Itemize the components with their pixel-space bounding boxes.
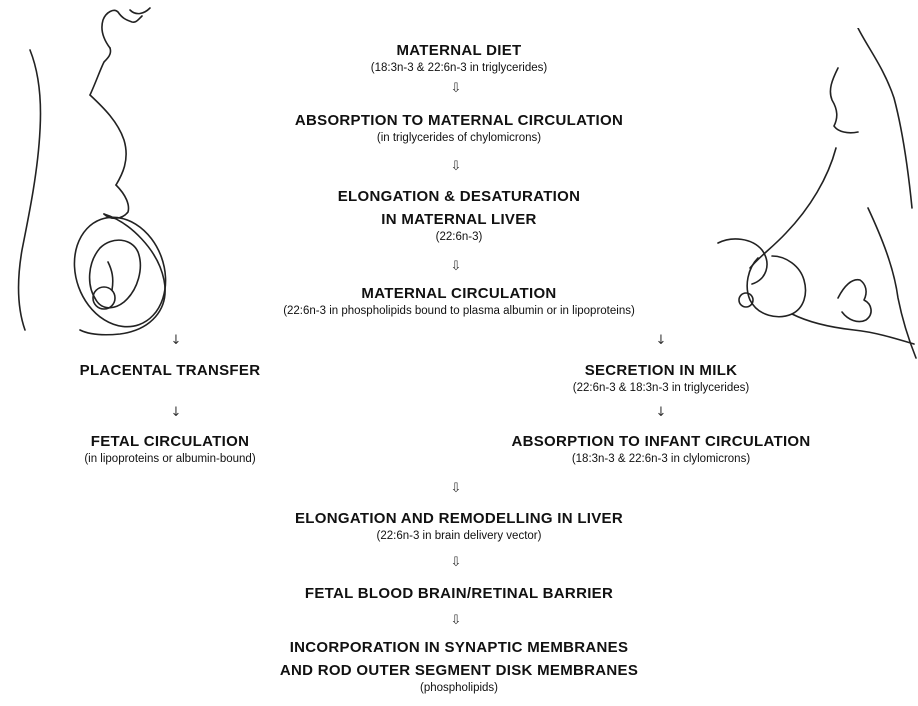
node-subtitle: (22:6n-3 & 18:3n-3 in triglycerides) (491, 381, 831, 396)
breast (104, 185, 129, 218)
node-title: ABSORPTION TO INFANT CIRCULATION (451, 432, 871, 452)
mother-face (830, 68, 858, 133)
hair (130, 8, 150, 14)
node-subtitle: (22:6n-3 in brain delivery vector) (209, 529, 709, 544)
node-absorption-maternal: ABSORPTION TO MATERNAL CIRCULATION (in t… (209, 111, 709, 146)
double-arrow-icon: ⇩ (451, 614, 462, 628)
node-title: FETAL BLOOD BRAIN/RETINAL BARRIER (209, 584, 709, 604)
face-profile (102, 10, 142, 48)
pregnant-woman-illustration (0, 0, 175, 340)
infant-body (792, 314, 914, 344)
node-title: PLACENTAL TRANSFER (20, 361, 320, 381)
node-title: SECRETION IN MILK (491, 361, 831, 381)
arrow-down-icon: ↓ (171, 406, 182, 420)
infant-hand (838, 280, 871, 322)
node-subtitle: (22:6n-3 in phospholipids bound to plasm… (159, 304, 759, 319)
shoulder (90, 95, 126, 185)
node-subtitle: (in triglycerides of chylomicrons) (209, 131, 709, 146)
node-subtitle: (18:3n-3 & 22:6n-3 in clylomicrons) (451, 452, 871, 467)
double-arrow-icon: ⇩ (451, 260, 462, 274)
node-barrier: FETAL BLOOD BRAIN/RETINAL BARRIER (209, 584, 709, 604)
double-arrow-icon: ⇩ (451, 482, 462, 496)
node-subtitle: (22:6n-3) (209, 230, 709, 245)
node-subtitle: (phospholipids) (159, 681, 759, 696)
mother-arm (868, 208, 916, 358)
node-title-line2: AND ROD OUTER SEGMENT DISK MEMBRANES (159, 661, 759, 681)
node-title-line1: ELONGATION & DESATURATION (209, 187, 709, 207)
node-elongation-liver: ELONGATION & DESATURATION IN MATERNAL LI… (209, 187, 709, 245)
double-arrow-icon: ⇩ (451, 160, 462, 174)
node-title-line2: IN MATERNAL LIVER (209, 210, 709, 230)
node-fetal-circulation: FETAL CIRCULATION (in lipoproteins or al… (0, 432, 340, 467)
back-line (18, 50, 40, 330)
node-subtitle: (18:3n-3 & 22:6n-3 in triglycerides) (209, 61, 709, 76)
node-title-line1: INCORPORATION IN SYNAPTIC MEMBRANES (159, 638, 759, 658)
node-title: MATERNAL DIET (209, 41, 709, 61)
node-maternal-diet: MATERNAL DIET (18:3n-3 & 22:6n-3 in trig… (209, 41, 709, 76)
node-incorporation: INCORPORATION IN SYNAPTIC MEMBRANES AND … (159, 638, 759, 696)
node-secretion-milk: SECRETION IN MILK (22:6n-3 & 18:3n-3 in … (491, 361, 831, 396)
fetus-head (93, 287, 115, 309)
chin-neck (90, 48, 111, 95)
node-subtitle: (in lipoproteins or albumin-bound) (0, 452, 340, 467)
node-title: MATERNAL CIRCULATION (159, 284, 759, 304)
node-placental-transfer: PLACENTAL TRANSFER (20, 361, 320, 381)
arrow-down-icon: ↓ (656, 334, 667, 348)
double-arrow-icon: ⇩ (451, 556, 462, 570)
arrow-down-icon: ↓ (171, 334, 182, 348)
mother-hair (858, 28, 912, 208)
node-title: ELONGATION AND REMODELLING IN LIVER (209, 509, 709, 529)
node-title: FETAL CIRCULATION (0, 432, 340, 452)
double-arrow-icon: ⇩ (451, 82, 462, 96)
node-elongation-remodelling: ELONGATION AND REMODELLING IN LIVER (22:… (209, 509, 709, 544)
breast (718, 239, 767, 284)
womb-outline (60, 204, 175, 339)
node-maternal-circulation: MATERNAL CIRCULATION (22:6n-3 in phospho… (159, 284, 759, 319)
node-absorption-infant: ABSORPTION TO INFANT CIRCULATION (18:3n-… (451, 432, 871, 467)
arrow-down-icon: ↓ (656, 406, 667, 420)
node-title: ABSORPTION TO MATERNAL CIRCULATION (209, 111, 709, 131)
